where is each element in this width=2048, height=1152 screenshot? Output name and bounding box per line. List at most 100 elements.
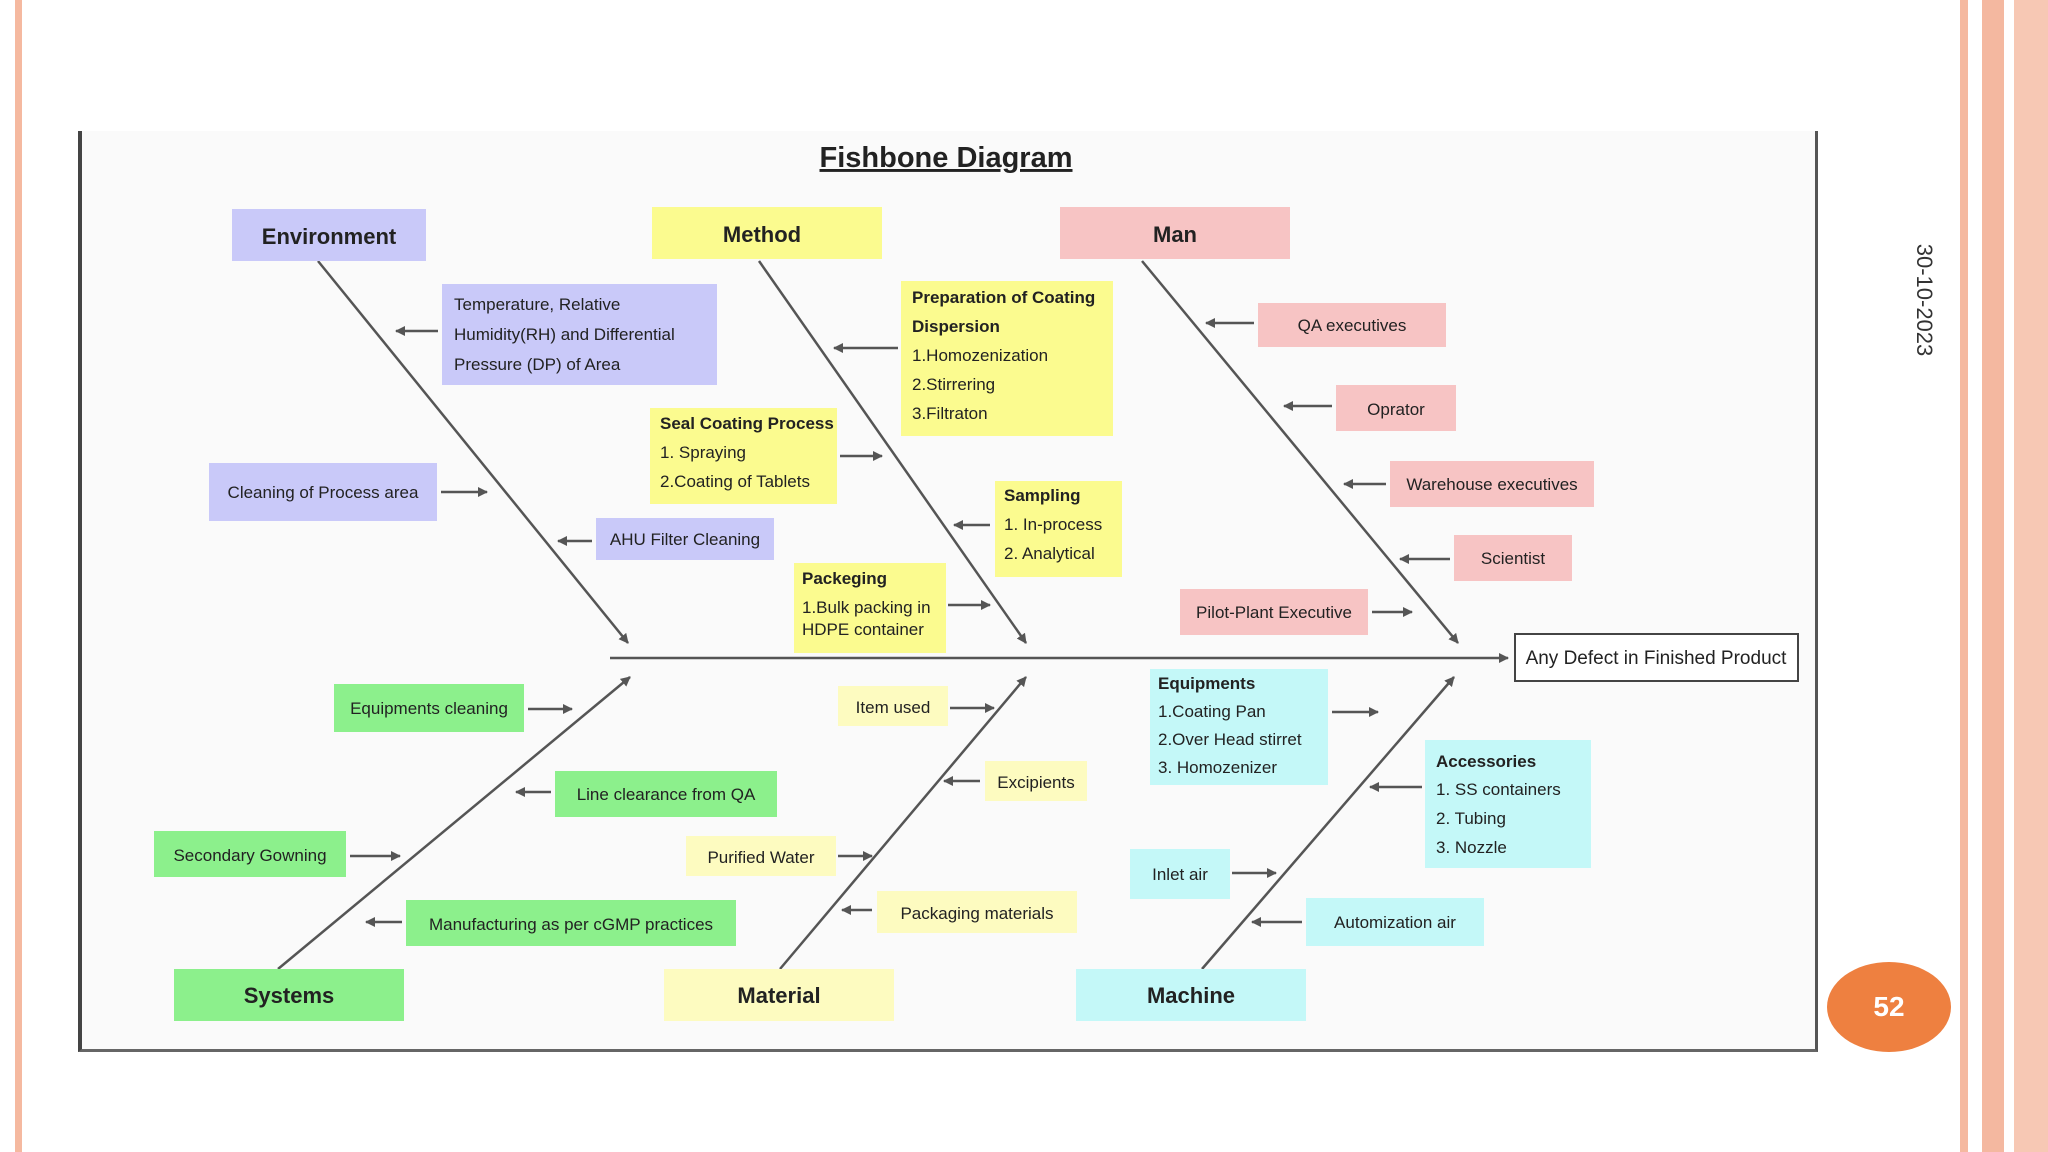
cause-text: Warehouse executives [1406,475,1577,494]
page-number-badge: 52 [1827,962,1951,1052]
cause-box [1306,898,1484,946]
cause-box [1130,849,1230,899]
cause-text: Line clearance from QA [577,785,756,804]
cause-line: 3. Homozenizer [1158,758,1277,777]
category-machine: Machine [1076,969,1306,1021]
cause-box [838,686,948,726]
cause-text: Temperature, Relative Humidity(RH) and D… [454,295,680,374]
right-border-band-outer [2014,0,2048,1152]
cause-box [995,481,1122,577]
cause-box [1180,589,1368,635]
cause-line: 2. Tubing [1436,809,1506,828]
cause-man-3: Warehouse executives [1343,461,1594,507]
cause-man-4: Scientist [1399,535,1572,581]
cause-box [154,831,346,877]
right-border-stripe [1960,0,1968,1152]
cause-line: Humidity(RH) and Differential [454,325,675,344]
effect-label: Any Defect in Finished Product [1526,648,1788,669]
cause-text: Excipients [997,773,1074,792]
cause-line: 1.Bulk packing in [802,598,931,617]
category-man: Man [1060,207,1290,259]
cause-environment-3: AHU Filter Cleaning [557,518,774,560]
cause-text: Automization air [1334,913,1456,932]
diagram-title: Fishbone Diagram [820,142,1073,174]
category-machine-box [1076,969,1306,1021]
cause-line: HDPE container [802,620,924,639]
cause-text: Preparation of Coating Dispersion 1.Homo… [912,288,1100,423]
cause-line: 3.Filtraton [912,404,988,423]
cause-box [1454,535,1572,581]
cause-text: Inlet air [1152,865,1208,884]
cause-line: Temperature, Relative [454,295,620,314]
cause-machine-3: Inlet air [1130,849,1277,899]
bone-environment [317,260,629,644]
category-material-label: Material [737,983,820,1008]
cause-text: Packeging 1.Bulk packing in HDPE contain… [802,569,935,639]
cause-box [877,891,1077,933]
bone-man [1141,260,1459,644]
cause-man-2: Oprator [1283,385,1456,431]
cause-box [901,281,1113,436]
bone-systems [277,676,631,970]
cause-systems-3: Secondary Gowning [154,831,401,877]
cause-text: Accessories 1. SS containers 2. Tubing 3… [1436,752,1565,857]
cause-line: Pressure (DP) of Area [454,355,621,374]
cause-box [596,518,774,560]
category-method-box [652,207,882,259]
cause-text: AHU Filter Cleaning [610,530,760,549]
left-border-stripe [15,0,22,1152]
cause-box [1150,669,1328,785]
category-material-box [664,969,894,1021]
cause-environment-2: Cleaning of Process area [209,463,488,521]
category-environment-box [232,209,426,261]
cause-text: Manufacturing as per cGMP practices [429,915,713,934]
cause-man-5: Pilot-Plant Executive [1180,589,1413,635]
cause-line: Sampling [1004,486,1081,505]
fishbone-diagram: Fishbone Diagram Any Defect in Finished … [78,131,1818,1052]
cause-line: 1.Homozenization [912,346,1048,365]
cause-line: 2.Over Head stirret [1158,730,1302,749]
category-systems-box [174,969,404,1021]
category-machine-label: Machine [1147,983,1235,1008]
cause-line: Packeging [802,569,887,588]
cause-method-2: Seal Coating Process 1. Spraying 2.Coati… [650,408,883,504]
cause-text: Equipments 1.Coating Pan 2.Over Head sti… [1158,674,1306,777]
cause-text: Sampling 1. In-process 2. Analytical [1004,486,1107,563]
cause-machine-4: Automization air [1251,898,1484,946]
cause-text: Pilot-Plant Executive [1196,603,1352,622]
cause-text: Secondary Gowning [173,846,326,865]
cause-material-1: Item used [838,686,995,726]
cause-machine-1: Equipments 1.Coating Pan 2.Over Head sti… [1150,669,1379,785]
cause-systems-2: Line clearance from QA [515,771,777,817]
cause-material-3: Purified Water [686,836,873,876]
cause-systems-4: Manufacturing as per cGMP practices [365,900,736,946]
cause-text: Packaging materials [900,904,1053,923]
cause-line: 2. Analytical [1004,544,1095,563]
bone-material [779,676,1027,970]
category-man-box [1060,207,1290,259]
cause-text: Seal Coating Process 1. Spraying 2.Coati… [660,414,839,491]
cause-method-4: Packeging 1.Bulk packing in HDPE contain… [794,563,991,653]
cause-text: QA executives [1298,316,1407,335]
cause-line: Accessories [1436,752,1536,771]
cause-box [985,761,1087,801]
cause-text: Equipments cleaning [350,699,508,718]
cause-text: Purified Water [707,848,814,867]
category-method-label: Method [723,222,801,247]
cause-line: Seal Coating Process [660,414,834,433]
cause-box [794,563,946,653]
page-number: 52 [1873,991,1905,1022]
bone-method [757,260,1028,644]
cause-line: 3. Nozzle [1436,838,1507,857]
cause-line: Preparation of Coating [912,288,1095,307]
cause-man-1: QA executives [1205,303,1446,347]
category-systems: Systems [174,969,404,1021]
cause-text: Scientist [1481,549,1546,568]
cause-box [1390,461,1594,507]
cause-line: Dispersion [912,317,1000,336]
cause-line: Equipments [1158,674,1255,693]
category-method: Method [652,207,882,259]
cause-box [1258,303,1446,347]
cause-box [1336,385,1456,431]
cause-material-4: Packaging materials [841,891,1077,933]
